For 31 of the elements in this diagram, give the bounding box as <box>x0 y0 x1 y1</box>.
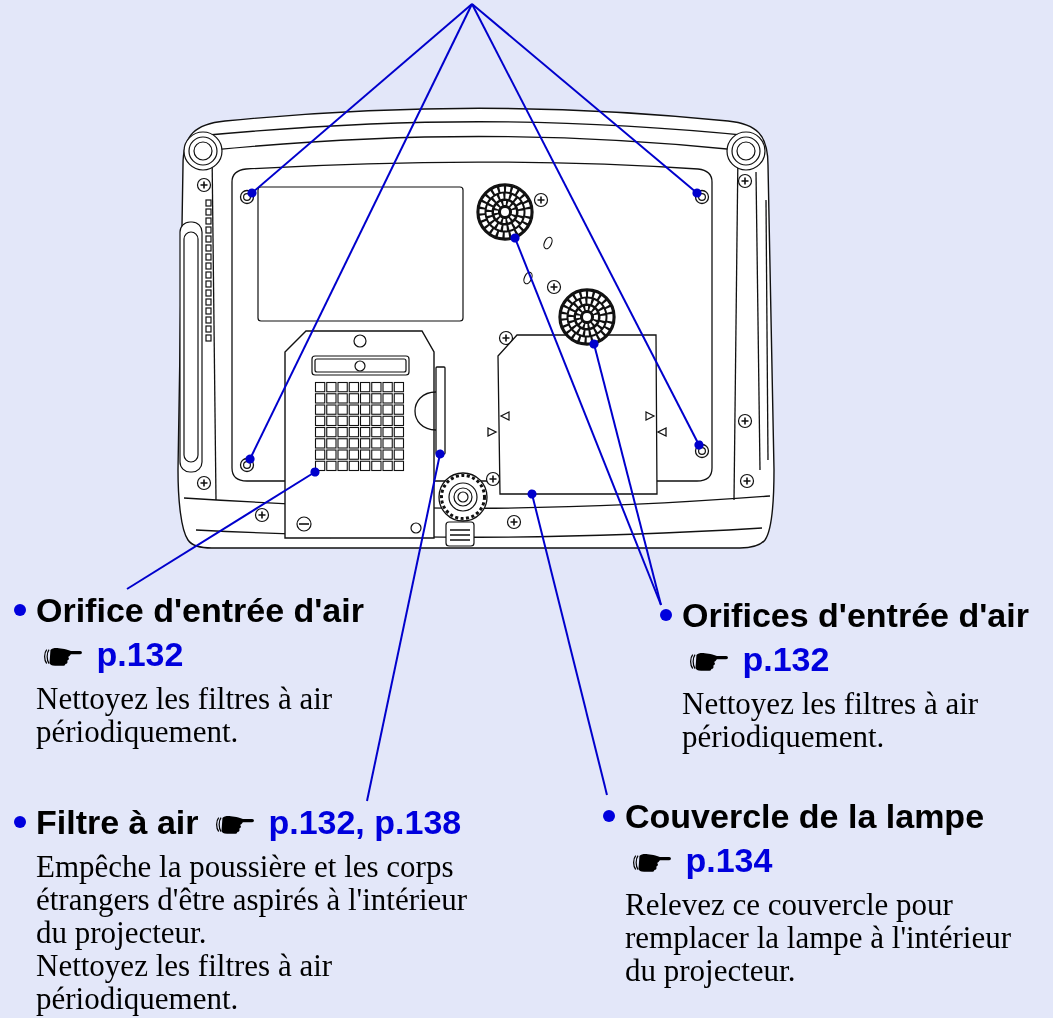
leader-line <box>527 489 608 796</box>
callout-heading: Orifices d'entrée d'air <box>682 596 1029 634</box>
leader-line <box>366 449 445 802</box>
mounting-hole <box>694 189 710 205</box>
leader-line <box>245 3 473 464</box>
page-link: p.132 <box>742 640 830 678</box>
leader-line <box>126 467 320 590</box>
description-text: Nettoyez les filtres à air périodiquement. <box>36 682 334 748</box>
description-text: Empêche la poussière et les corps étrangers d'être aspirés à l'intérieur du projecteur. <box>36 850 469 949</box>
description-text: Nettoyez les filtres à air périodiquement. <box>36 949 334 1015</box>
mounting-hole <box>239 457 255 473</box>
leader-line <box>247 3 473 198</box>
lamp-cover <box>497 334 658 495</box>
leader-line <box>471 3 702 198</box>
vent-grille <box>476 183 534 241</box>
page-link: p.134 <box>685 841 773 879</box>
callout-heading: Couvercle de la lampe <box>625 797 985 835</box>
description-text: Nettoyez les filtres à air périodiquement. <box>682 687 980 753</box>
page-link: p.132, p.138 <box>268 803 462 841</box>
callout-heading: Filtre à air <box>36 803 199 841</box>
mounting-hole <box>239 189 255 205</box>
callout-heading: Orifice d'entrée d'air <box>36 591 364 629</box>
filter-tab <box>435 366 446 455</box>
description-text: Relevez ce couvercle pour remplacer la lampe à l'intérieur du projecteur. <box>625 888 1012 987</box>
mounting-hole <box>694 443 710 459</box>
filter-grille <box>314 381 405 472</box>
leader-line <box>510 233 662 606</box>
leader-line <box>471 3 704 450</box>
page-link: p.132 <box>96 635 184 673</box>
vent-grille <box>558 288 616 346</box>
leader-line <box>589 339 662 606</box>
